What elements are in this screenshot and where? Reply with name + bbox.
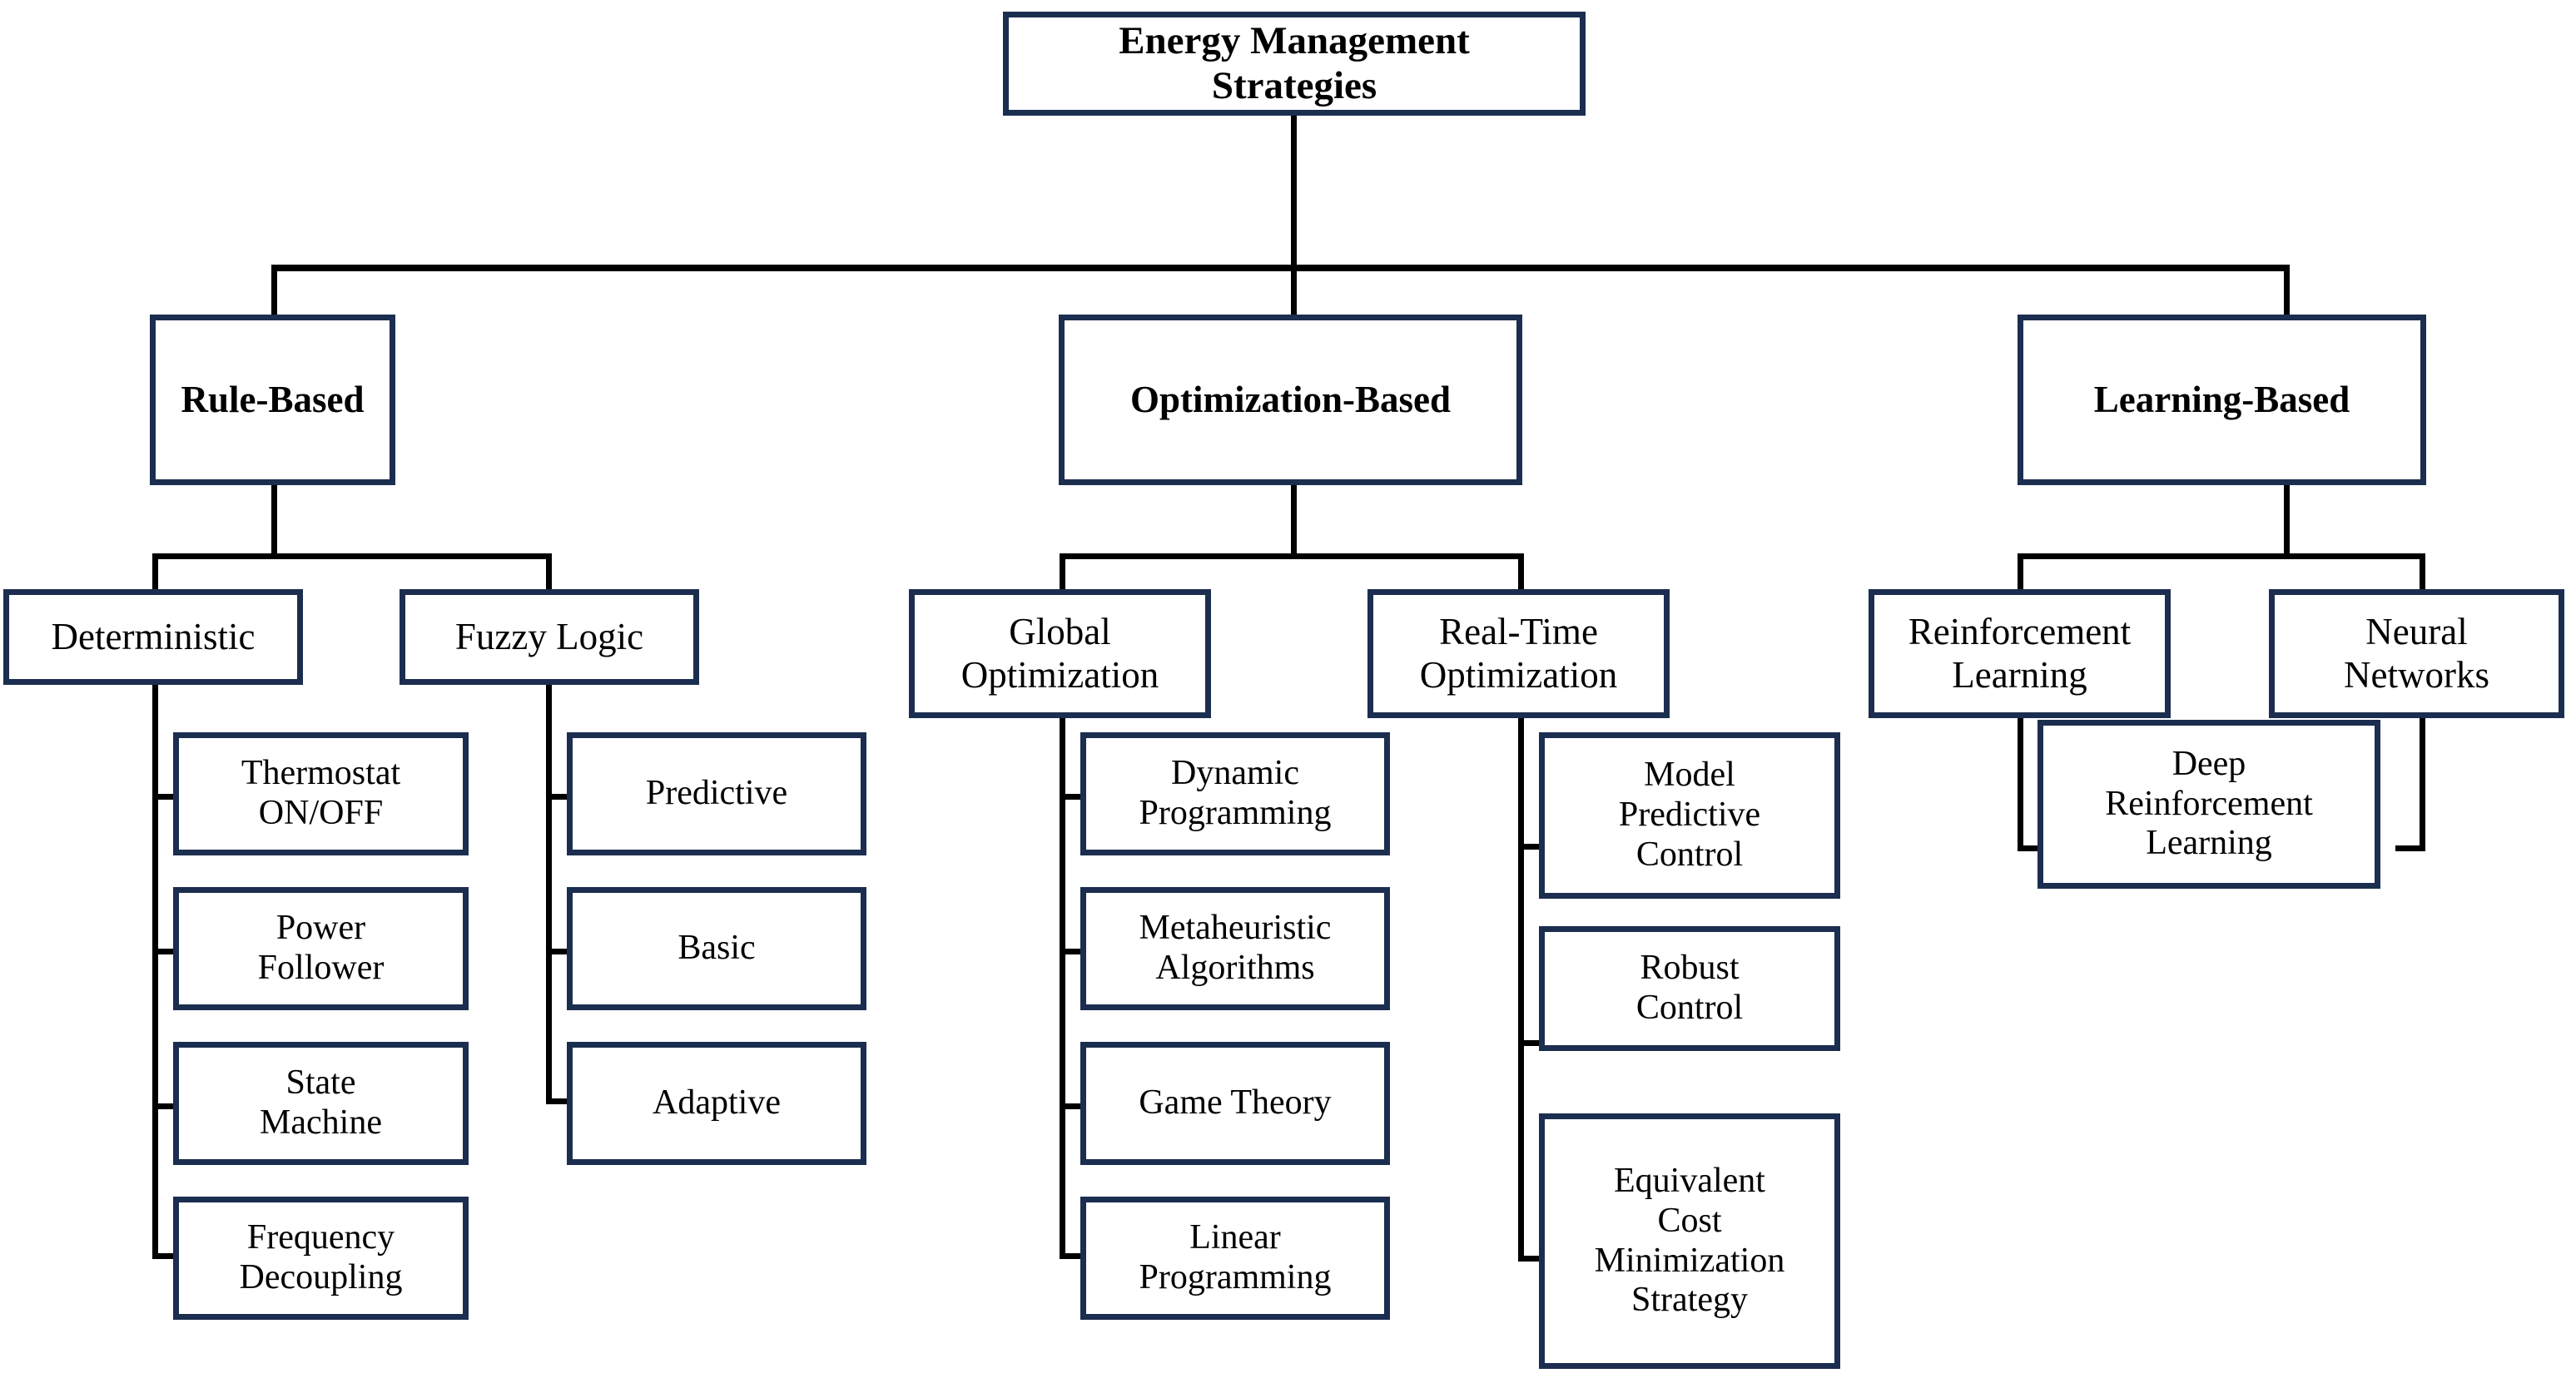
connector-stub-equivalent-cost-minimization-strategy — [1518, 1256, 1543, 1262]
node-leaf-model-predictive-control[interactable]: Model Predictive Control — [1539, 732, 1840, 899]
node-label: Model Predictive Control — [1618, 756, 1761, 874]
node-label: Power Follower — [257, 909, 385, 987]
node-leaf-metaheuristic-algorithms[interactable]: Metaheuristic Algorithms — [1080, 887, 1390, 1010]
connector-spine-global-optimization — [1060, 718, 1065, 1259]
connector-stem-optimization-based — [1291, 485, 1297, 558]
node-label: Predictive — [645, 774, 788, 813]
connector-bus-rule-based — [152, 553, 552, 559]
connector-stem-rule-based — [271, 485, 277, 558]
connector-stub-basic — [546, 949, 571, 954]
connector-drop-fuzzy-logic — [546, 553, 552, 593]
node-subcategory-real-time-optimization[interactable]: Real-Time Optimization — [1367, 589, 1670, 718]
node-label: Dynamic Programming — [1139, 754, 1332, 832]
connector-spine-real-time-optimization — [1518, 718, 1524, 1262]
node-label: Real-Time Optimization — [1419, 611, 1618, 696]
connector-spine-deterministic — [152, 685, 158, 1259]
node-label: Deep Reinforcement Learning — [2105, 744, 2313, 863]
node-leaf-game-theory[interactable]: Game Theory — [1080, 1042, 1390, 1165]
connector-spine-fuzzy-logic — [546, 685, 552, 1103]
node-label: Optimization-Based — [1129, 378, 1451, 420]
node-leaf-dynamic-programming[interactable]: Dynamic Programming — [1080, 732, 1390, 855]
node-category-rule-based[interactable]: Rule-Based — [150, 315, 395, 485]
node-label: Game Theory — [1139, 1083, 1332, 1123]
connector-bus-learning-based — [2018, 553, 2425, 559]
node-leaf-thermostat-on-off[interactable]: Thermostat ON/OFF — [173, 732, 469, 855]
node-leaf-state-machine[interactable]: State Machine — [173, 1042, 469, 1165]
connector-stub-frequency-decoupling — [152, 1253, 177, 1259]
node-leaf-power-follower[interactable]: Power Follower — [173, 887, 469, 1010]
connector-stub-model-predictive-control — [1518, 844, 1543, 850]
node-subcategory-global-optimization[interactable]: Global Optimization — [909, 589, 1211, 718]
connector-bus-optimization-based — [1060, 553, 1524, 559]
node-label: Frequency Decoupling — [239, 1218, 403, 1296]
connector-drop-rule-based — [271, 265, 277, 319]
node-label: State Machine — [260, 1063, 382, 1142]
connector-stub-deep-reinforcement-learning-right — [2395, 845, 2425, 851]
node-subcategory-deterministic[interactable]: Deterministic — [3, 589, 303, 685]
node-subcategory-neural-networks[interactable]: Neural Networks — [2269, 589, 2564, 718]
node-label: Global Optimization — [960, 611, 1159, 696]
node-label: Basic — [678, 929, 756, 968]
connector-stub-adaptive — [546, 1098, 571, 1104]
node-label: Neural Networks — [2344, 611, 2489, 696]
node-leaf-linear-programming[interactable]: Linear Programming — [1080, 1197, 1390, 1320]
connector-drop-global-optimization — [1060, 553, 1065, 593]
connector-root-stem — [1291, 116, 1297, 268]
connector-drop-neural-networks — [2420, 553, 2425, 593]
node-label: Thermostat ON/OFF — [241, 754, 401, 832]
connector-stub-dynamic-programming — [1060, 794, 1085, 800]
node-leaf-equivalent-cost-minimization-strategy[interactable]: Equivalent Cost Minimization Strategy — [1539, 1113, 1840, 1369]
connector-drop-deterministic — [152, 553, 158, 593]
node-label: Rule-Based — [181, 378, 365, 420]
connector-stub-predictive — [546, 794, 571, 800]
node-category-optimization-based[interactable]: Optimization-Based — [1059, 315, 1522, 485]
connector-root-bus — [271, 265, 2290, 271]
node-subcategory-fuzzy-logic[interactable]: Fuzzy Logic — [400, 589, 699, 685]
node-category-learning-based[interactable]: Learning-Based — [2018, 315, 2426, 485]
node-label: Reinforcement Learning — [1908, 611, 2132, 696]
connector-drop-reinforcement-learning — [2018, 553, 2023, 593]
connector-spine-reinforcement-learning — [2018, 718, 2023, 851]
node-leaf-basic[interactable]: Basic — [567, 887, 866, 1010]
node-leaf-predictive[interactable]: Predictive — [567, 732, 866, 855]
connector-stub-robust-control — [1518, 1040, 1543, 1046]
node-leaf-robust-control[interactable]: Robust Control — [1539, 926, 1840, 1051]
node-label: Learning-Based — [2093, 378, 2350, 420]
connector-spine-neural-networks — [2420, 718, 2425, 851]
node-label: Metaheuristic Algorithms — [1139, 909, 1332, 987]
node-root-energy-management-strategies[interactable]: Energy Management Strategies — [1003, 12, 1586, 116]
node-label: Adaptive — [653, 1083, 781, 1123]
connector-stub-game-theory — [1060, 1103, 1085, 1109]
connector-stem-learning-based — [2284, 485, 2290, 558]
connector-drop-real-time-optimization — [1518, 553, 1524, 593]
node-label: Robust Control — [1635, 949, 1744, 1027]
connector-drop-optimization-based — [1291, 265, 1297, 319]
connector-stub-linear-programming — [1060, 1253, 1085, 1259]
node-label: Equivalent Cost Minimization Strategy — [1594, 1161, 1785, 1320]
node-leaf-frequency-decoupling[interactable]: Frequency Decoupling — [173, 1197, 469, 1320]
node-label: Fuzzy Logic — [454, 615, 644, 657]
connector-drop-learning-based — [2284, 265, 2290, 319]
node-subcategory-reinforcement-learning[interactable]: Reinforcement Learning — [1869, 589, 2171, 718]
connector-stub-deep-reinforcement-learning-left — [2018, 845, 2042, 851]
node-label: Linear Programming — [1139, 1218, 1332, 1296]
connector-stub-state-machine — [152, 1103, 177, 1109]
node-label: Energy Management Strategies — [1119, 18, 1470, 107]
connector-stub-power-follower — [152, 949, 177, 954]
node-leaf-deep-reinforcement-learning[interactable]: Deep Reinforcement Learning — [2037, 720, 2380, 889]
connector-stub-thermostat-on-off — [152, 794, 177, 800]
node-leaf-adaptive[interactable]: Adaptive — [567, 1042, 866, 1165]
node-label: Deterministic — [51, 615, 256, 657]
connector-stub-metaheuristic-algorithms — [1060, 949, 1085, 954]
